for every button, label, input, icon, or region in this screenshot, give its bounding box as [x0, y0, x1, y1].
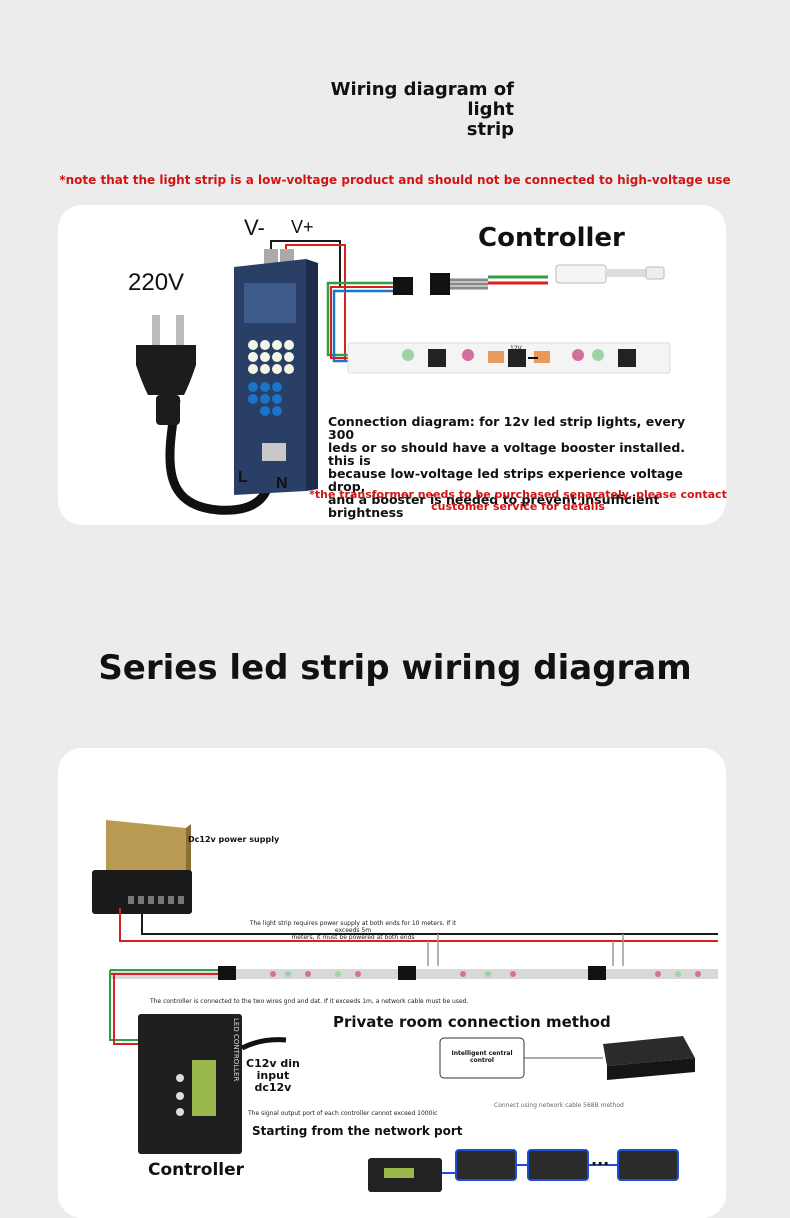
- jst-connector-left: [393, 277, 413, 295]
- power-supply-icon: [92, 820, 192, 914]
- label-power-supply: Dc12v power supply: [188, 835, 280, 844]
- series-wiring-title: Series led strip wiring diagram: [98, 648, 692, 688]
- note-controller-wires: The controller is connected to the two w…: [150, 998, 469, 1005]
- series-wiring-illustration: [92, 820, 718, 1192]
- label-network-port: Starting from the network port: [252, 1124, 463, 1138]
- title-line-1: Wiring diagram of light: [330, 79, 514, 120]
- controller-link-red: [113, 974, 138, 1045]
- label-controller: Controller: [478, 223, 625, 253]
- label-n: N: [276, 475, 288, 492]
- led-controller-label: LED CONTROLLER: [232, 1018, 240, 1082]
- series-led-strip: [110, 934, 718, 980]
- network-controller-icon: [368, 1158, 442, 1192]
- wire-red-data: [330, 286, 393, 359]
- connection-text-line: leds or so should have a voltage booster…: [328, 440, 686, 468]
- transformer-note-line: customer service for details: [431, 500, 605, 513]
- note-power-ends-line: The light strip requires power supply at…: [249, 920, 457, 934]
- high-voltage-note: *note that the light strip is a low-volt…: [59, 173, 731, 187]
- label-controller-bottom: Controller: [148, 1160, 245, 1180]
- wiring-diagram-illustration: [136, 240, 671, 515]
- power-wire-red: [119, 908, 718, 942]
- din-input-line: dc12v: [254, 1081, 292, 1094]
- wire-green: [326, 281, 393, 357]
- label-dots: ...: [591, 1150, 610, 1169]
- wiring-diagram-title: Wiring diagram of light strip: [294, 80, 514, 140]
- transformer-icon: [234, 249, 318, 495]
- slave-controller-icons: [442, 1149, 679, 1181]
- note-power-ends-line: meters, it must be powered at both ends: [291, 934, 415, 941]
- note-power-ends: The light strip requires power supply at…: [238, 920, 468, 941]
- connection-diagram-text: Connection diagram: for 12v led strip li…: [328, 415, 708, 519]
- label-din-input: C12v din input dc12v: [246, 1058, 300, 1094]
- wiring-diagram-card: V- V+ 220V Controller L N 12V Connection…: [58, 205, 728, 525]
- label-l: L: [238, 469, 248, 486]
- transformer-note: *the transformer needs to be purchased s…: [308, 489, 728, 513]
- label-vminus: V-: [244, 215, 265, 240]
- network-device-icon: [603, 1036, 695, 1080]
- connection-text-line: Connection diagram: for 12v led strip li…: [328, 414, 686, 442]
- din-input-line: C12v din: [246, 1057, 300, 1070]
- connection-text-line: and a booster is needed to prevent insuf…: [328, 492, 660, 520]
- label-private-room: Private room connection method: [333, 1013, 611, 1031]
- power-wire-black: [141, 908, 718, 935]
- controller-link-green: [109, 970, 138, 1041]
- power-plug-icon: [136, 315, 196, 425]
- controller-icon: [488, 264, 665, 285]
- label-network-cable: Connect using network cable 568B method: [494, 1102, 624, 1109]
- wire-vplus: [285, 244, 346, 360]
- led-controller-icon: [138, 1014, 287, 1154]
- jst-connector-right: [430, 273, 450, 295]
- intelligent-control-line: Intelligent central: [451, 1050, 513, 1057]
- title-line-2: strip: [466, 119, 514, 140]
- connection-text-line: because low-voltage led strips experienc…: [328, 466, 683, 494]
- din-input-line: input: [256, 1069, 290, 1082]
- led-strip-icon: [347, 342, 671, 374]
- label-220v: 220V: [128, 269, 185, 296]
- label-vplus: V+: [291, 217, 314, 237]
- wire-blue: [332, 289, 393, 363]
- label-signal-port: The signal output port of each controlle…: [248, 1110, 438, 1117]
- strip-label-12v: 12V: [510, 345, 522, 352]
- intelligent-control-line: control: [470, 1057, 494, 1064]
- label-intelligent-control: Intelligent central control: [440, 1050, 524, 1064]
- transformer-note-line: *the transformer needs to be purchased s…: [309, 488, 727, 501]
- series-wiring-card: Dc12v power supply The light strip requi…: [58, 748, 726, 1218]
